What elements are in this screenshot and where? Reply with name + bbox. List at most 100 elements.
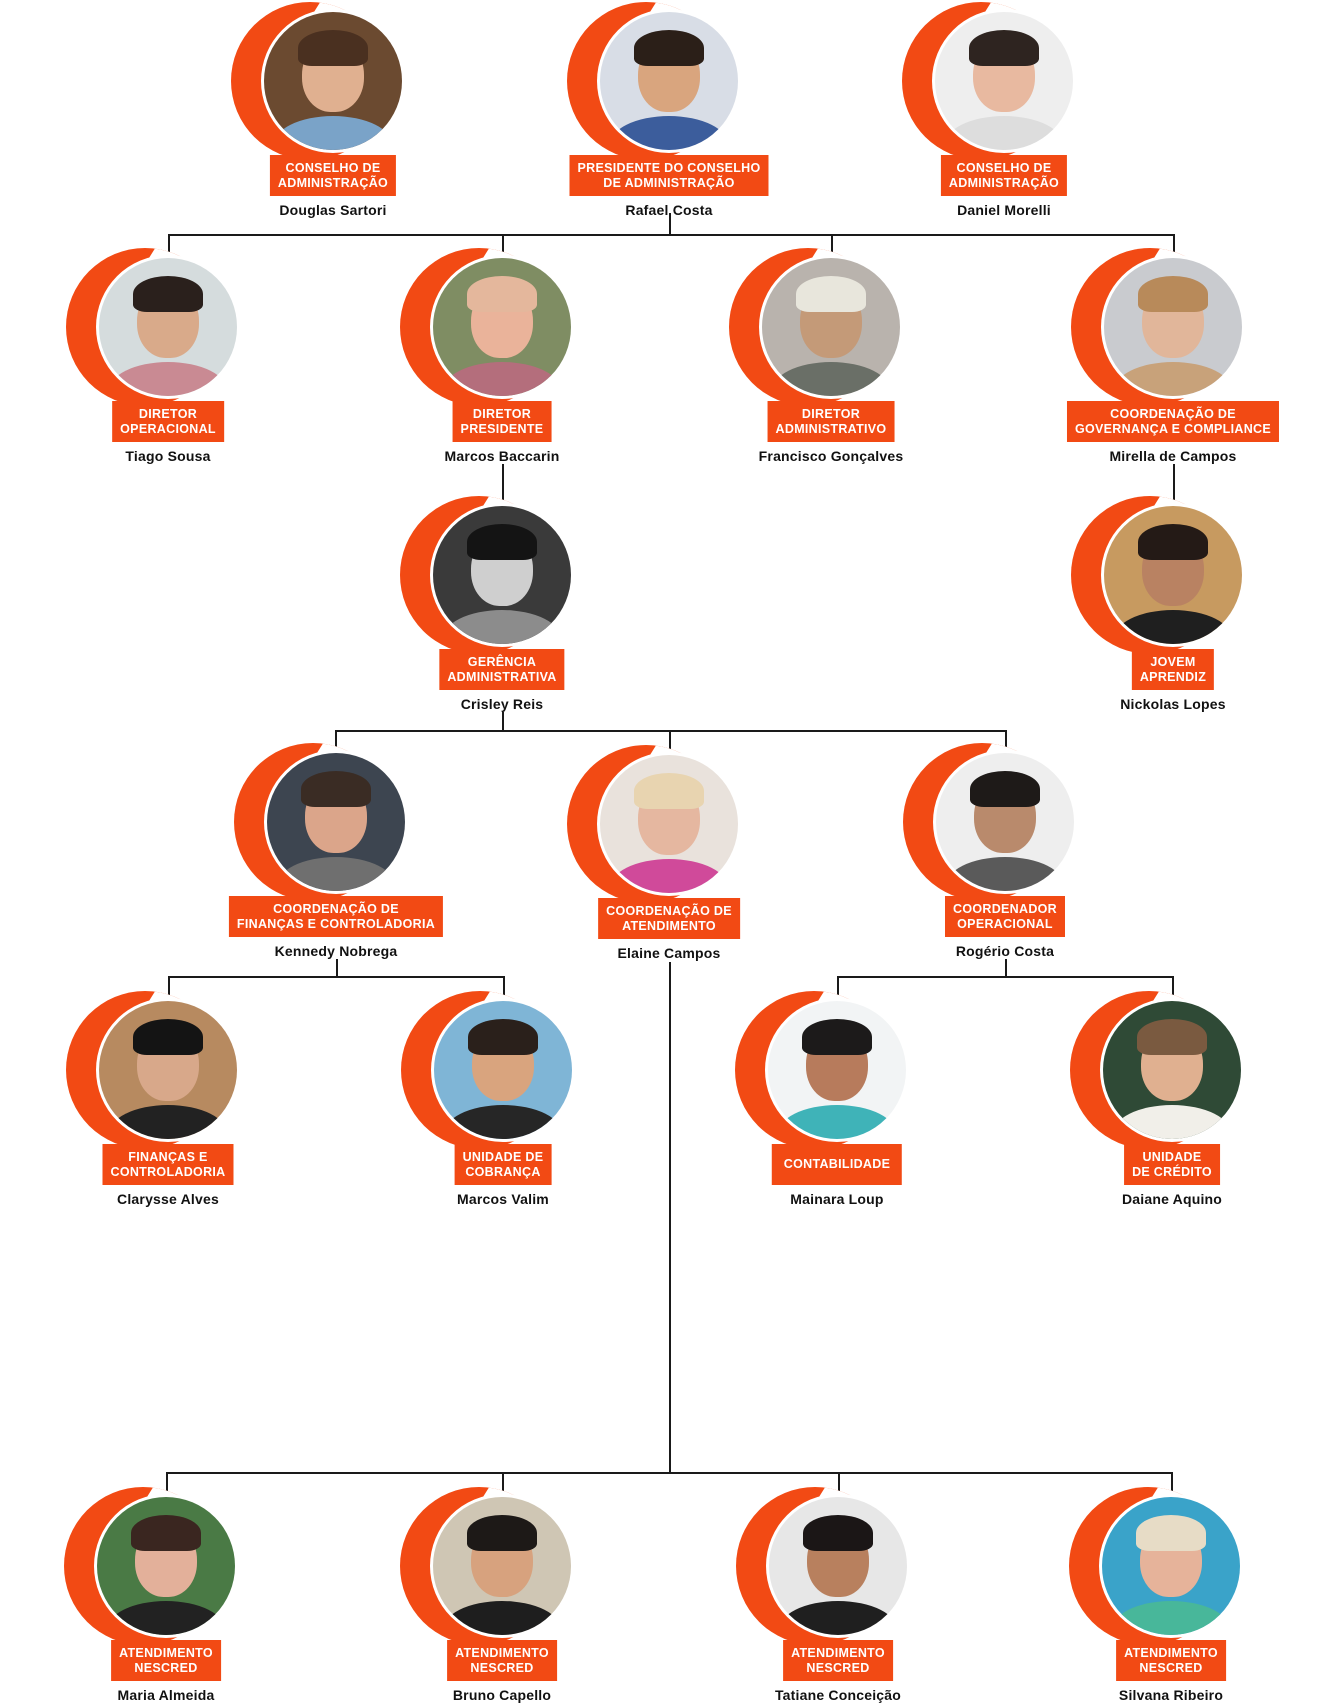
role-line-1: DIRETOR: [801, 406, 861, 421]
avatar-shoulders: [442, 610, 562, 644]
role-line-1: CONSELHO DE: [285, 160, 381, 175]
role-line-2: COBRANÇA: [465, 1164, 541, 1179]
avatar-shoulders: [1112, 1105, 1232, 1139]
avatar-shoulders: [1113, 362, 1233, 396]
avatar: [600, 12, 738, 150]
connector-elaine-down: [669, 962, 671, 1473]
role-line-2: NESCRED: [134, 1660, 198, 1675]
role-line-1: ATENDIMENTO: [119, 1645, 213, 1660]
person-name: Douglas Sartori: [279, 202, 387, 218]
avatar-shoulders: [273, 116, 393, 150]
avatar-hair: [634, 30, 704, 66]
avatar: [762, 258, 900, 396]
avatar-hair: [468, 1019, 538, 1055]
avatar: [1103, 1001, 1241, 1139]
connector-silvana: [1171, 1472, 1173, 1497]
person-name: Francisco Gonçalves: [758, 448, 904, 464]
role-line-2: CONTROLADORIA: [110, 1164, 226, 1179]
person-name: Crisley Reis: [460, 696, 544, 712]
person-name: Elaine Campos: [617, 945, 721, 961]
avatar-shoulders: [1113, 610, 1233, 644]
connector-rafael-down: [669, 213, 671, 235]
avatar-hair: [1136, 1515, 1206, 1551]
role-line-1: ATENDIMENTO: [455, 1645, 549, 1660]
avatar-hair: [970, 771, 1040, 807]
person-name: Daiane Aquino: [1121, 1191, 1223, 1207]
role-line-1: COORDENAÇÃO DE: [273, 901, 399, 916]
role-line-1: ATENDIMENTO: [1124, 1645, 1218, 1660]
avatar-hair: [131, 1515, 201, 1551]
connector-marcos-b: [502, 234, 504, 258]
role-line-1: JOVEM: [1150, 654, 1196, 669]
connector-board-bar: [168, 234, 1173, 236]
connector-daiane: [1172, 976, 1174, 1001]
role-line-2: OPERACIONAL: [957, 916, 1053, 931]
person-name: Rafael Costa: [625, 202, 713, 218]
person-name: Kennedy Nobrega: [274, 943, 398, 959]
connector-clarysse: [168, 976, 170, 1001]
person-name: Marcos Valim: [457, 1191, 549, 1207]
role-line-1: UNIDADE: [1142, 1149, 1202, 1164]
person-name: Daniel Morelli: [957, 202, 1051, 218]
avatar-shoulders: [609, 116, 729, 150]
avatar: [99, 1001, 237, 1139]
connector-kennedy-down: [336, 959, 338, 977]
avatar-hair: [1137, 1019, 1207, 1055]
avatar-hair: [133, 276, 203, 312]
role-line-1: ATENDIMENTO: [791, 1645, 885, 1660]
connector-crisley-down: [502, 712, 504, 731]
connector-mirella: [1173, 234, 1175, 258]
avatar: [434, 1001, 572, 1139]
avatar-hair: [298, 30, 368, 66]
connector-francisco: [831, 234, 833, 258]
avatar-hair: [969, 30, 1039, 66]
role-line-2: ATENDIMENTO: [622, 918, 716, 933]
connector-marcos-v: [503, 976, 505, 1001]
avatar: [768, 1001, 906, 1139]
role-line-1: PRESIDENTE DO CONSELHO: [577, 160, 761, 175]
avatar-shoulders: [1111, 1601, 1231, 1635]
connector-atendimento-bar: [166, 1472, 1171, 1474]
avatar: [1104, 506, 1242, 644]
person-name: Tiago Sousa: [125, 448, 211, 464]
person-name: Mirella de Campos: [1109, 448, 1237, 464]
connector-coord-bar: [335, 730, 1006, 732]
avatar-shoulders: [276, 857, 396, 891]
avatar: [935, 12, 1073, 150]
person-name: Marcos Baccarin: [444, 448, 560, 464]
role-line-2: FINANÇAS E CONTROLADORIA: [236, 916, 436, 931]
connector-financas-bar: [168, 976, 503, 978]
avatar-hair: [467, 1515, 537, 1551]
role-line-2: DE ADMINISTRAÇÃO: [603, 175, 735, 190]
connector-bruno: [502, 1472, 504, 1497]
avatar-shoulders: [945, 857, 1065, 891]
avatar-shoulders: [442, 362, 562, 396]
role-line-1: COORDENAÇÃO DE: [1110, 406, 1236, 421]
avatar-shoulders: [944, 116, 1064, 150]
role-line-2: NESCRED: [470, 1660, 534, 1675]
avatar-hair: [467, 276, 537, 312]
role-line-1: DIRETOR: [472, 406, 532, 421]
connector-operacional-bar: [837, 976, 1172, 978]
role-line-2: NESCRED: [1139, 1660, 1203, 1675]
role-line-2: NESCRED: [806, 1660, 870, 1675]
avatar: [1102, 1497, 1240, 1635]
person-name: Tatiane Conceição: [774, 1687, 902, 1703]
connector-rogerio-down: [1005, 959, 1007, 977]
connector-marcos-b-to-crisley: [502, 464, 504, 506]
role-line-1: CONTABILIDADE: [783, 1157, 891, 1171]
connector-kennedy: [335, 730, 337, 753]
avatar-shoulders: [778, 1601, 898, 1635]
role-line-2: ADMINISTRATIVO: [775, 421, 887, 436]
